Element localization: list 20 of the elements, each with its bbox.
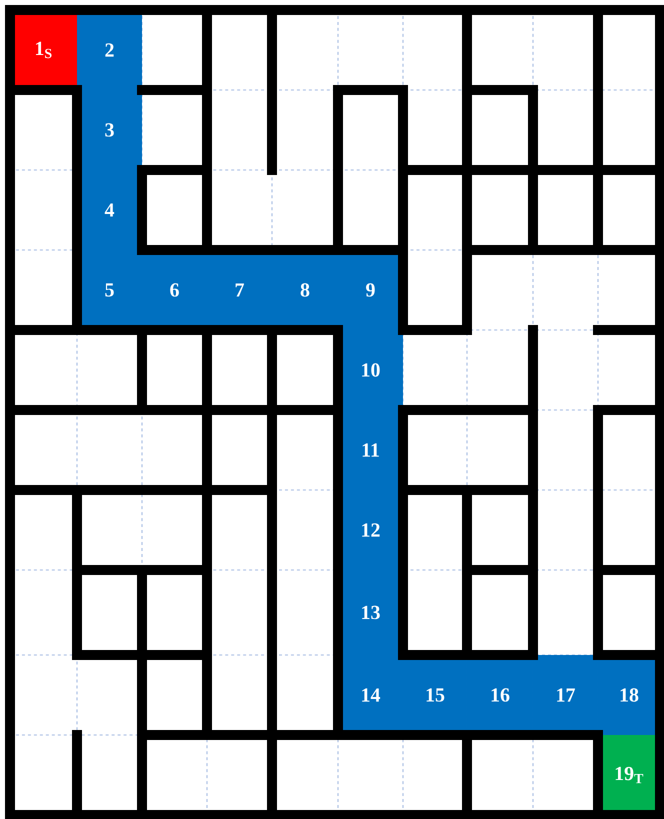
node-label: 15 xyxy=(426,688,444,702)
node-label: 6 xyxy=(170,283,179,297)
node-label: 4 xyxy=(104,203,114,217)
node-label: 2 xyxy=(105,43,114,57)
node-label: 8 xyxy=(300,283,310,297)
node-label: 7 xyxy=(236,283,244,297)
node-label: 17 xyxy=(557,688,575,702)
node-label: 18 xyxy=(620,688,638,702)
node-label: 14 xyxy=(362,688,380,702)
path-cell: 2 xyxy=(77,10,142,90)
node-label: 3 xyxy=(105,123,114,137)
node-label: 11 xyxy=(362,443,379,457)
node-label: 9 xyxy=(366,283,375,297)
node-label: 16 xyxy=(492,688,510,702)
node-label: 13 xyxy=(362,606,380,620)
path-cell: 3 xyxy=(77,90,142,170)
node-label: 10 xyxy=(362,363,380,377)
node-label: 12 xyxy=(362,523,380,537)
node-label: 5 xyxy=(105,283,114,297)
path-cell: 17 xyxy=(533,655,598,735)
